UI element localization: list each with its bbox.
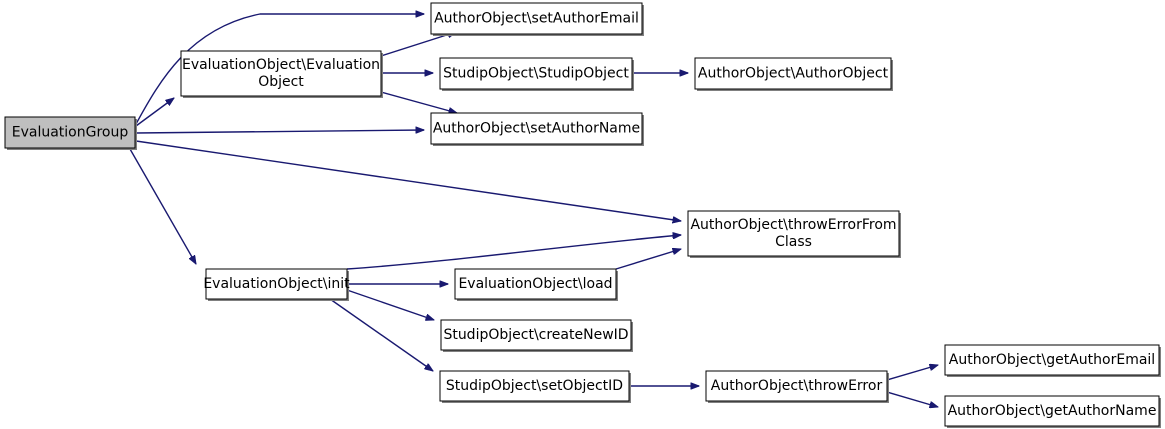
node-box-authorobject-getauthoremail[interactable] [944,344,1160,376]
node-evaluationobject-init[interactable]: EvaluationObject\init [203,268,350,301]
node-authorobject-setauthoremail[interactable]: AuthorObject\setAuthorEmail [430,2,644,36]
node-box-evaluationobject-load[interactable] [454,268,617,300]
node-evaluationgroup[interactable]: EvaluationGroup [4,116,137,150]
node-box-evaluationgroup[interactable] [4,116,136,149]
node-authorobject-getauthoremail[interactable]: AuthorObject\getAuthorEmail [944,344,1161,377]
node-authorobject-setauthorname[interactable]: AuthorObject\setAuthorName [430,112,644,146]
call-edge-evaluationobject-init-to-studipobject-createnewid [346,289,434,320]
call-edge-evaluationobject-init-to-authorobject-throwerrorfromclass [346,235,681,270]
call-edge-evaluationobject-evaluationobject-to-authorobject-setauthorname [380,91,457,113]
node-box-studipobject-createnewid[interactable] [440,319,632,351]
node-box-authorobject-setauthorname[interactable] [430,112,643,145]
edges-layer [129,14,938,407]
node-studipobject-studipobject[interactable]: StudipObject\StudipObject [439,57,634,91]
node-authorobject-authorobject[interactable]: AuthorObject\AuthorObject [694,57,893,91]
node-box-evaluationobject-evaluationobject[interactable] [180,50,382,97]
call-edge-authorobject-throwerror-to-authorobject-getauthoremail [886,365,938,381]
node-box-evaluationobject-init[interactable] [205,268,348,300]
call-edge-evaluationgroup-to-authorobject-setauthorname [135,130,424,134]
node-box-studipobject-setobjectid[interactable] [439,370,630,402]
node-studipobject-setobjectid[interactable]: StudipObject\setObjectID [439,370,631,403]
node-box-authorobject-setauthoremail[interactable] [430,2,643,35]
call-edge-evaluationobject-init-to-studipobject-setobjectid [329,298,433,371]
node-authorobject-getauthorname[interactable]: AuthorObject\getAuthorName [944,395,1161,428]
node-studipobject-createnewid[interactable]: StudipObject\createNewID [440,319,633,352]
node-box-authorobject-getauthorname[interactable] [944,395,1160,427]
node-box-authorobject-authorobject[interactable] [694,57,892,90]
call-edge-evaluationgroup-to-authorobject-throwerrorfromclass [135,140,681,221]
node-box-authorobject-throwerror[interactable] [705,370,888,402]
call-edge-authorobject-throwerror-to-authorobject-getauthorname [886,391,938,407]
call-edge-evaluationobject-load-to-authorobject-throwerrorfromclass [615,249,681,270]
node-authorobject-throwerror[interactable]: AuthorObject\throwError [705,370,889,403]
node-box-authorobject-throwerrorfromclass[interactable] [687,210,900,257]
node-evaluationobject-load[interactable]: EvaluationObject\load [454,268,618,301]
nodes-layer: EvaluationGroup EvaluationObject\Evaluati… [4,2,1161,428]
call-edge-evaluationgroup-to-evaluationobject-evaluationobject [135,98,174,127]
node-box-studipobject-studipobject[interactable] [439,57,633,90]
call-edge-evaluationgroup-to-evaluationobject-init [129,148,196,264]
